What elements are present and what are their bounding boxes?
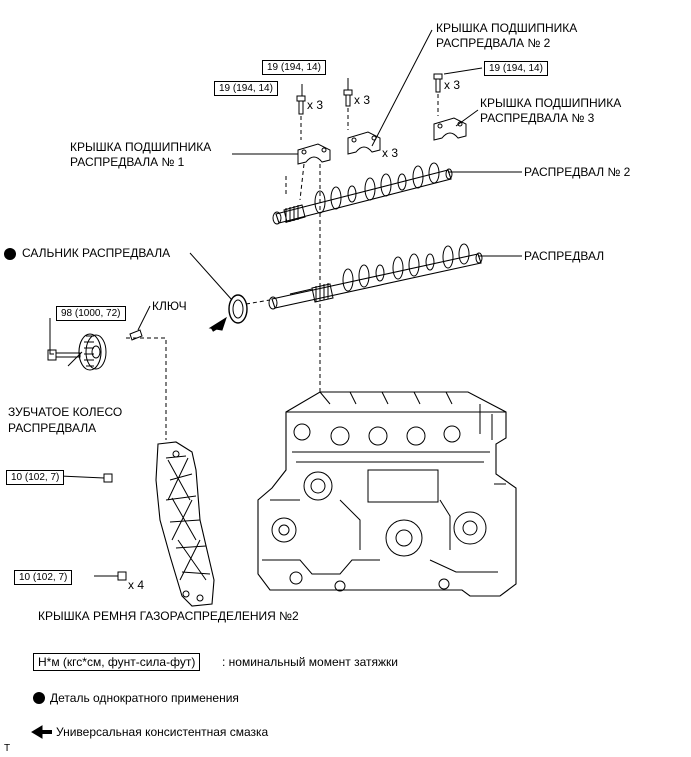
label-cam-bearing-cap-2-line2: РАСПРЕДВАЛА № 2 xyxy=(436,36,551,50)
label-cam-bearing-cap-3-line1: КРЫШКА ПОДШИПНИКА xyxy=(480,96,622,110)
bearing-cap-3-drawing xyxy=(433,117,467,141)
label-key: КЛЮЧ xyxy=(152,299,187,313)
label-camshaft-oil-seal: САЛЬНИК РАСПРЕДВАЛА xyxy=(22,246,171,260)
qty-cap-1-bolts: x 3 xyxy=(307,98,324,112)
label-cam-bearing-cap-1-line1: КРЫШКА ПОДШИПНИКА xyxy=(70,140,212,154)
assembly-dashed-lines xyxy=(126,94,439,440)
label-camshaft: РАСПРЕДВАЛ xyxy=(524,249,605,263)
bearing-cap-2-drawing xyxy=(347,131,381,155)
qty-cap-2-caps: x 3 xyxy=(382,146,399,160)
label-cam-bearing-cap-3-line2: РАСПРЕДВАЛА № 3 xyxy=(480,111,595,125)
label-timing-belt-cover-2: КРЫШКА РЕМНЯ ГАЗОРАСПРЕДЕЛЕНИЯ №2 xyxy=(38,609,299,623)
seal-alignment-line xyxy=(245,299,271,305)
cap-bolts xyxy=(296,73,443,115)
legend-non-reusable-dot-icon xyxy=(33,692,45,704)
footer-mark: T xyxy=(4,743,11,754)
leader-lines xyxy=(49,29,522,577)
torque-cover-lower: 10 (102, 7) xyxy=(14,570,73,585)
timing-gear-drawing xyxy=(78,333,107,371)
key-drawing xyxy=(129,329,143,341)
qty-cap-3-bolts: x 3 xyxy=(444,78,461,92)
label-camshaft-2: РАСПРЕДВАЛ № 2 xyxy=(524,165,631,179)
qty-cap-2-bolts: x 3 xyxy=(354,93,371,107)
oil-seal-drawing xyxy=(228,294,248,324)
label-camshaft-timing-gear-line1: ЗУБЧАТОЕ КОЛЕСО xyxy=(8,405,123,419)
grease-arrow-shaft xyxy=(210,322,224,332)
camshaft-2-drawing xyxy=(272,162,453,225)
torque-cap-3: 19 (194, 14) xyxy=(484,61,548,76)
timing-belt-cover-2-drawing xyxy=(155,441,215,607)
non-reusable-dot-icon xyxy=(4,248,16,260)
engine-block xyxy=(257,391,517,597)
label-camshaft-timing-gear-line2: РАСПРЕДВАЛА xyxy=(8,421,97,435)
legend-grease: Универсальная консистентная смазка xyxy=(56,725,269,739)
qty-cover-lower-bolts: x 4 xyxy=(128,578,145,592)
legend-units-box: Н*м (кгс*см, фунт-сила-фут) xyxy=(33,653,201,671)
torque-cover-upper: 10 (102, 7) xyxy=(6,470,65,485)
label-cam-bearing-cap-2-line1: КРЫШКА ПОДШИПНИКА xyxy=(436,21,578,35)
gear-bolt-drawing xyxy=(47,349,81,361)
cover-bolts-drawing xyxy=(103,473,127,581)
legend-units-desc: : номинальный момент затяжки xyxy=(222,655,398,669)
label-cam-bearing-cap-1-line2: РАСПРЕДВАЛА № 1 xyxy=(70,155,185,169)
camshaft-drawing xyxy=(268,243,483,310)
torque-cap-1: 19 (194, 14) xyxy=(214,81,278,96)
legend-non-reusable: Деталь однократного применения xyxy=(50,691,239,705)
bearing-cap-1-drawing xyxy=(297,143,331,165)
torque-cap-2: 19 (194, 14) xyxy=(262,60,326,75)
torque-gear: 98 (1000, 72) xyxy=(56,306,126,321)
